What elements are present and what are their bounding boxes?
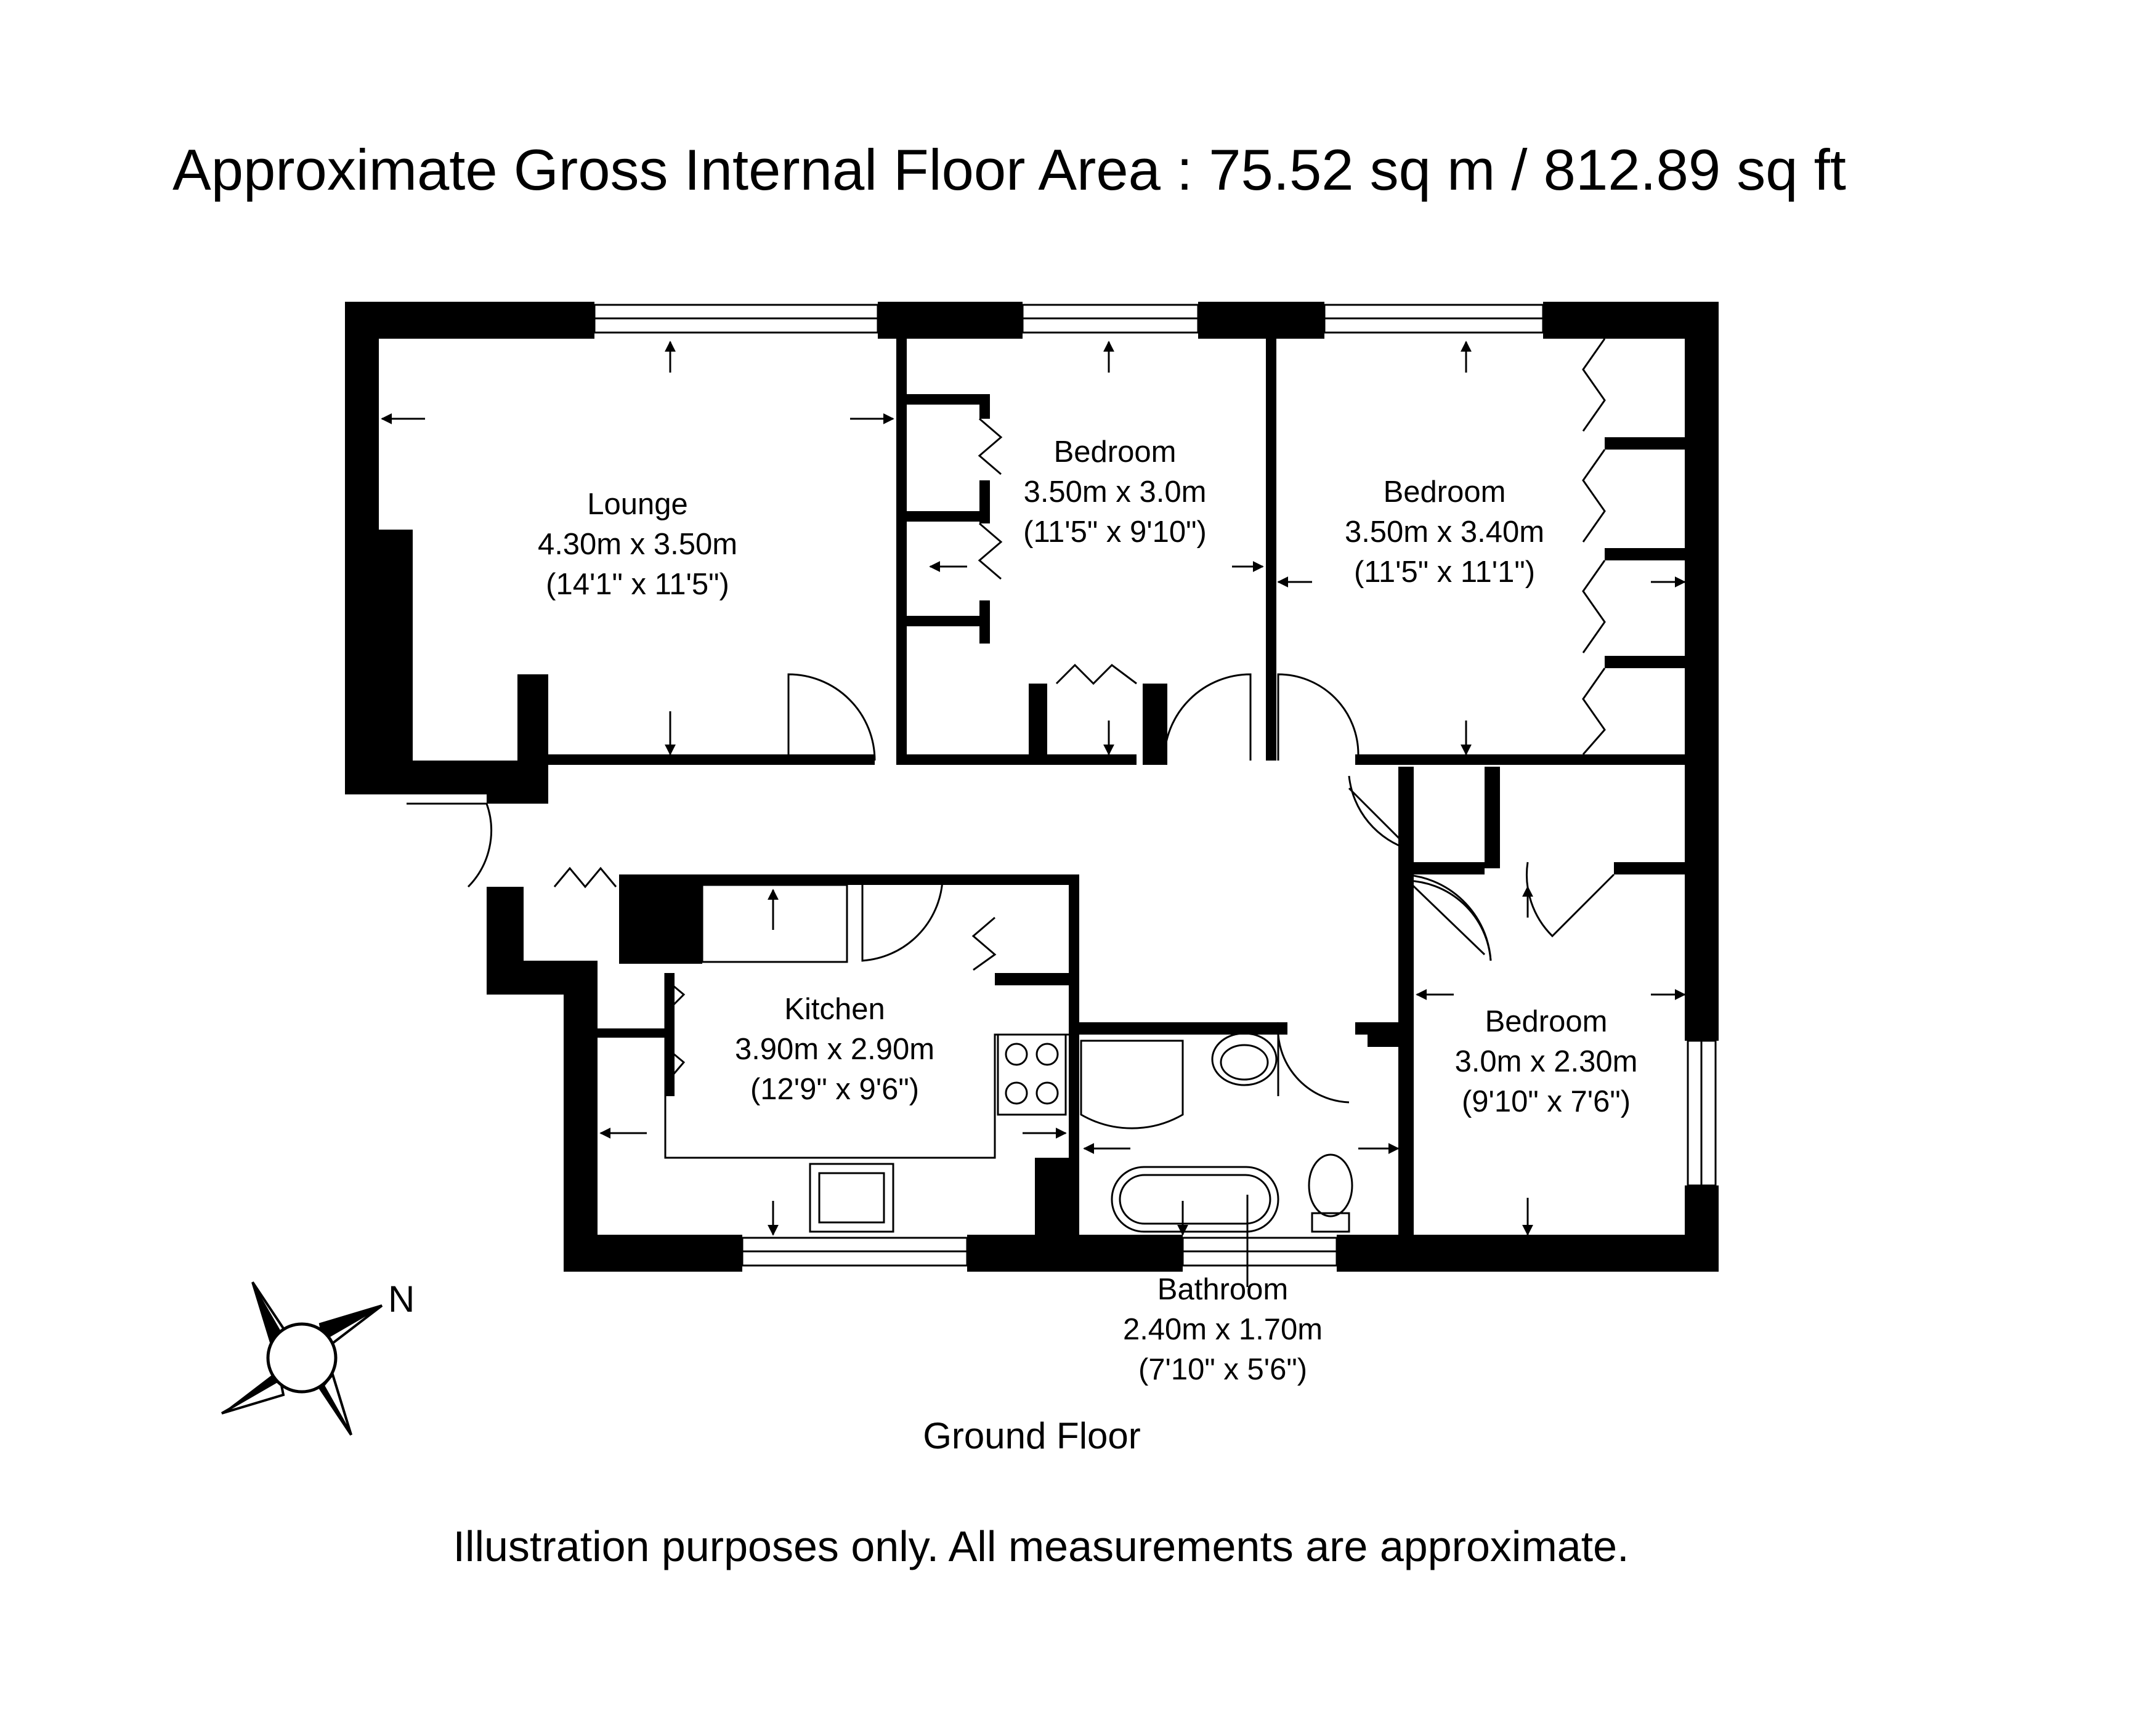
- room-label-bathroom: Bathroom 2.40m x 1.70m (7'10" x 5'6"): [1123, 1273, 1323, 1386]
- room-name: Lounge: [587, 488, 688, 521]
- compass-north-label: N: [388, 1278, 415, 1320]
- room-size-imperial: (9'10" x 7'6"): [1462, 1085, 1631, 1118]
- basin-icon: [1211, 1032, 1278, 1086]
- room-label-lounge: Lounge 4.30m x 3.50m (14'1" x 11'5"): [538, 488, 737, 601]
- floor-area-title: Approximate Gross Internal Floor Area : …: [172, 137, 1846, 202]
- room-label-kitchen: Kitchen 3.90m x 2.90m (12'9" x 9'6"): [735, 993, 934, 1106]
- room-name: Bedroom: [1384, 475, 1506, 509]
- fixtures: [664, 884, 1398, 1233]
- disclaimer-note: Illustration purposes only. All measurem…: [453, 1522, 1629, 1570]
- windows: [593, 304, 1717, 1267]
- sink-icon: [809, 1163, 894, 1233]
- toilet-icon: [1308, 1153, 1353, 1217]
- room-size-imperial: (11'5" x 9'10"): [1023, 515, 1207, 549]
- floor-label: Ground Floor: [923, 1415, 1141, 1456]
- wardrobes: [553, 338, 1606, 1096]
- room-size-metric: 2.40m x 1.70m: [1123, 1313, 1323, 1346]
- room-size-imperial: (7'10" x 5'6"): [1138, 1353, 1307, 1386]
- doors: [407, 673, 1615, 1104]
- room-size-imperial: (12'9" x 9'6"): [750, 1073, 919, 1106]
- room-size-metric: 3.50m x 3.0m: [1024, 475, 1207, 509]
- room-size-imperial: (14'1" x 11'5"): [546, 568, 729, 601]
- room-label-bedroom-3: Bedroom 3.0m x 2.30m (9'10" x 7'6"): [1455, 1005, 1638, 1118]
- shower-icon: [1080, 1040, 1184, 1129]
- room-size-metric: 3.90m x 2.90m: [735, 1033, 934, 1066]
- compass-icon: N: [221, 1278, 415, 1436]
- room-size-metric: 3.0m x 2.30m: [1455, 1045, 1638, 1078]
- room-size-metric: 4.30m x 3.50m: [538, 528, 737, 561]
- room-label-bedroom-1: Bedroom 3.50m x 3.0m (11'5" x 9'10"): [1023, 435, 1207, 549]
- hob-icon: [997, 1033, 1067, 1116]
- room-label-bedroom-2: Bedroom 3.50m x 3.40m (11'5" x 11'1"): [1345, 475, 1544, 589]
- room-name: Kitchen: [784, 993, 885, 1026]
- room-size-imperial: (11'5" x 11'1"): [1354, 555, 1535, 589]
- bath-icon: [1111, 1166, 1279, 1233]
- room-size-metric: 3.50m x 3.40m: [1345, 515, 1544, 549]
- room-name: Bedroom: [1054, 435, 1177, 469]
- room-name: Bedroom: [1485, 1005, 1608, 1038]
- room-name: Bathroom: [1157, 1273, 1288, 1306]
- walls: [345, 302, 1719, 1272]
- dimension-arrows: [381, 341, 1686, 1287]
